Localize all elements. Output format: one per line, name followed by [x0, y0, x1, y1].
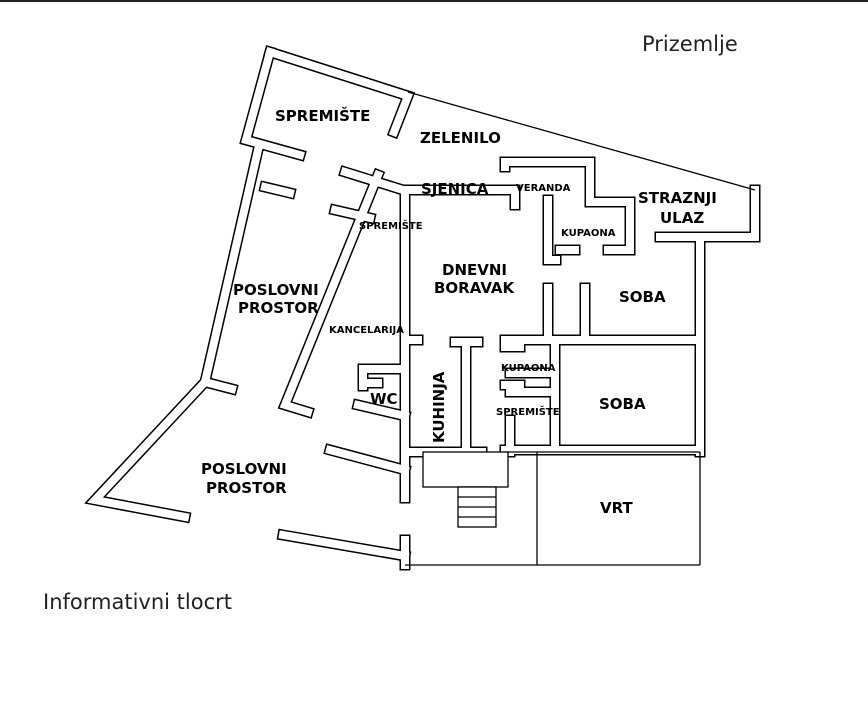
label-spremiste-small: SPREMIŠTE	[359, 219, 423, 232]
label-prostor-1: PROSTOR	[238, 299, 319, 317]
label-kupaona-mid: KUPAONA	[501, 363, 556, 374]
walls	[84, 45, 761, 571]
label-kupaona: KUPAONA	[561, 228, 616, 239]
wall	[260, 182, 295, 198]
wall	[87, 145, 263, 522]
label-prostor-2: PROSTOR	[206, 479, 287, 497]
wall	[325, 445, 410, 475]
wall	[264, 46, 414, 138]
floor-title: Prizemlje	[642, 32, 738, 56]
label-soba-mid: SOBA	[599, 395, 646, 413]
label-poslovni-2: POSLOVNI	[201, 460, 287, 478]
label-straznji: STRAZNJI	[638, 189, 717, 207]
label-dnevni: DNEVNI	[442, 261, 507, 279]
wall	[279, 169, 384, 417]
label-soba-top: SOBA	[619, 288, 666, 306]
footer-caption: Informativni tlocrt	[43, 590, 232, 614]
label-boravak: BORAVAK	[434, 279, 516, 297]
label-veranda: VERANDA	[516, 183, 571, 194]
thin-lines	[405, 91, 756, 566]
room-labels: SPREMIŠTE ZELENILO SJENICA VERANDA STRAZ…	[201, 106, 717, 517]
label-kancelarija: KANCELARIJA	[329, 325, 404, 336]
top-border	[0, 0, 868, 2]
wall	[501, 158, 634, 254]
label-kuhinja: KUHINJA	[430, 371, 448, 443]
label-wc: WC	[370, 390, 398, 408]
label-zelenilo: ZELENILO	[420, 129, 501, 147]
wall	[330, 205, 375, 223]
label-spremiste: SPREMIŠTE	[275, 106, 370, 125]
label-sjenica: SJENICA	[421, 180, 489, 198]
wall	[353, 400, 410, 421]
wall	[241, 47, 305, 160]
wall	[544, 196, 560, 264]
label-ulaz: ULAZ	[660, 209, 704, 227]
label-spremiste-mid: SPREMIŠTE	[496, 405, 560, 418]
wall	[278, 530, 410, 561]
label-poslovni-1: POSLOVNI	[233, 281, 319, 299]
wall	[200, 377, 237, 394]
label-vrt: VRT	[600, 499, 633, 517]
